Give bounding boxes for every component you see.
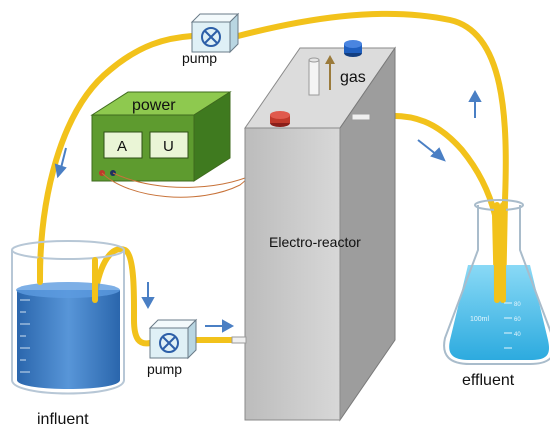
influent-label: influent — [37, 411, 89, 428]
electrode-blue — [344, 44, 362, 53]
flow-arrow-icon — [54, 147, 67, 179]
flask-mark-40: 40 — [514, 332, 521, 338]
power-supply: power A U — [90, 91, 232, 182]
top-pump: pump — [182, 12, 240, 66]
tube-beaker-to-bottom-pump — [92, 246, 153, 347]
bottom-pump-label: pump — [147, 361, 182, 377]
flask-mark-80: 80 — [514, 302, 521, 308]
bottom-pump: pump — [147, 318, 198, 377]
flask-graduations — [504, 302, 512, 349]
meter-u-label: U — [163, 138, 174, 155]
reactor-label: Electro-reactor — [269, 234, 361, 250]
tube-top-pump-to-flask — [235, 10, 509, 303]
flow-arrow-icon — [141, 282, 155, 310]
meter-a-label: A — [117, 138, 127, 155]
voltmeter-display — [149, 131, 189, 159]
flask-mark-60: 60 — [514, 317, 521, 323]
tubing — [37, 10, 509, 347]
power-label: power — [132, 97, 176, 114]
flow-arrow-icon — [417, 139, 446, 162]
flask-mark-100: 100ml — [470, 316, 490, 323]
influent-beaker: influent — [11, 240, 125, 428]
effluent-label: effluent — [462, 372, 515, 389]
reactor-inlet — [231, 336, 247, 344]
crossed-circle-icon — [201, 27, 221, 47]
ammeter-display — [103, 131, 143, 159]
flow-arrow-icon — [205, 319, 235, 333]
gas-outlet — [308, 59, 320, 96]
gas-label: gas — [340, 69, 366, 86]
top-pump-label: pump — [182, 50, 217, 66]
tube-influent-to-top-pump — [37, 33, 195, 281]
gas-arrow-icon — [325, 55, 335, 90]
reactor-outlet — [351, 113, 371, 121]
crossed-circle-icon — [159, 333, 179, 353]
electro-reactor: Electro-reactor — [231, 40, 396, 422]
effluent-flask: 100ml 80 60 40 effluent — [443, 199, 550, 389]
flow-arrows — [54, 89, 482, 333]
beaker-graduations — [20, 299, 30, 373]
flow-arrow-icon — [468, 89, 482, 118]
